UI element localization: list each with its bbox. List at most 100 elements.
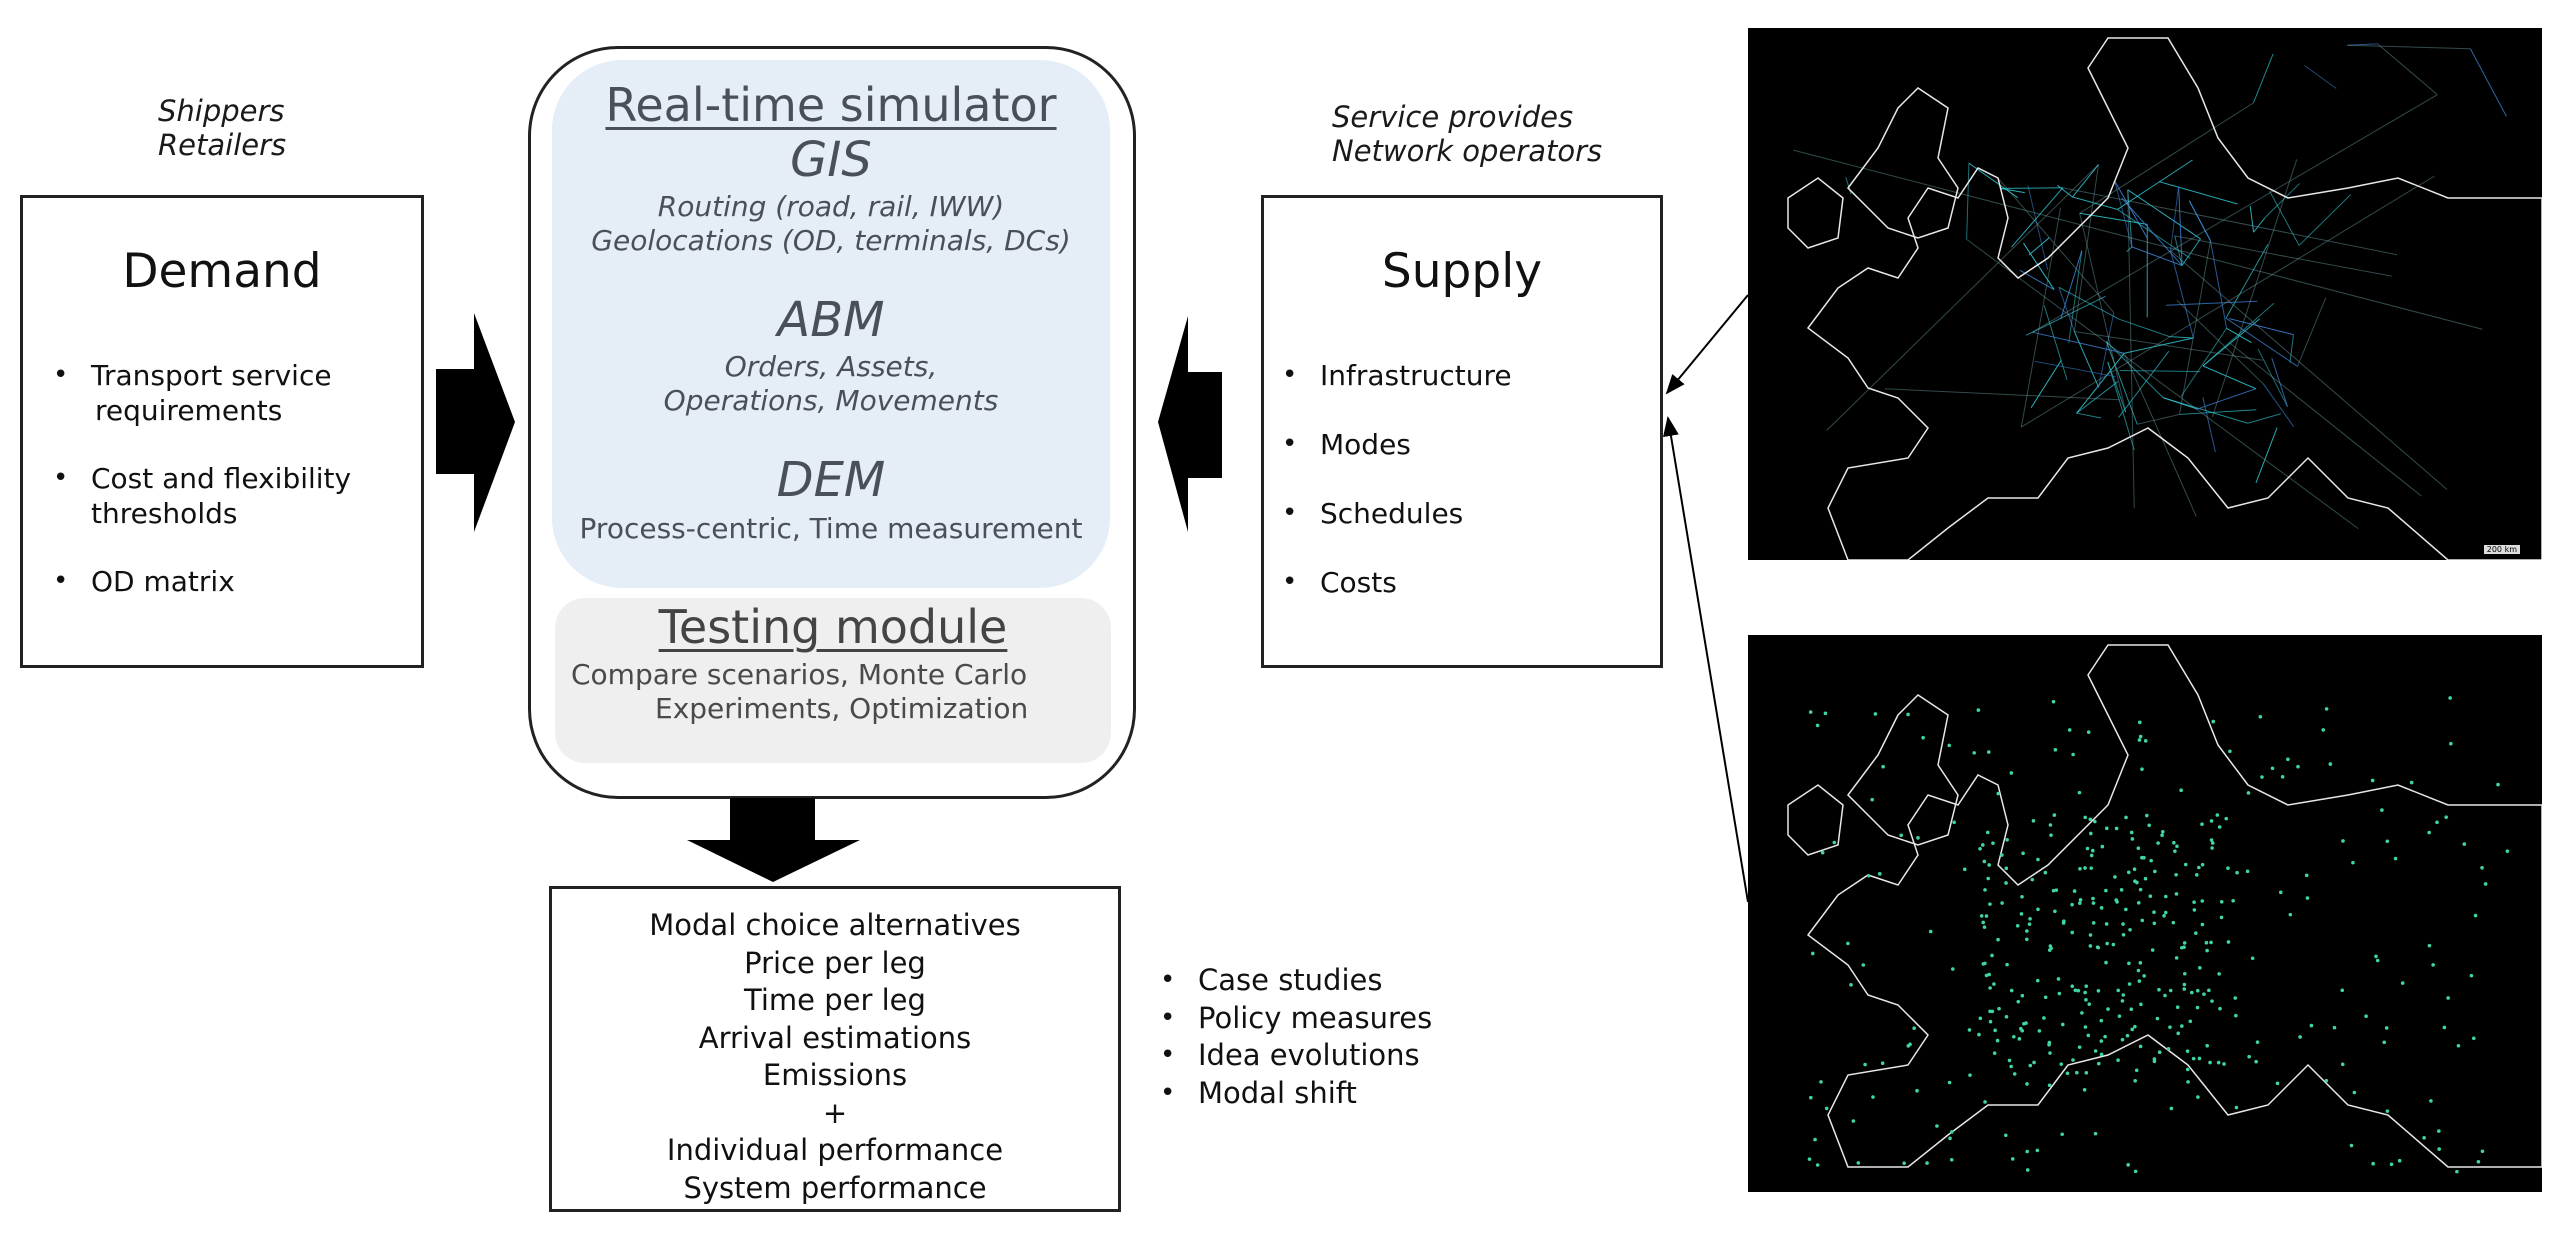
map-connector-arrows — [1663, 294, 1749, 903]
network-link — [2158, 181, 2238, 205]
terminal-point — [2093, 819, 2097, 824]
terminal-point — [2111, 942, 2116, 947]
terminal-point — [2448, 696, 2452, 700]
terminal-point — [2397, 1158, 2402, 1163]
network-link — [2073, 331, 2100, 388]
terminal-point — [2194, 931, 2198, 935]
terminal-point — [2024, 937, 2029, 942]
network-link — [2076, 412, 2102, 419]
terminal-point — [2385, 839, 2390, 844]
supply-to-simulator-arrow — [1158, 316, 1222, 532]
terminal-point — [2349, 1143, 2354, 1148]
terminal-point — [2255, 1040, 2260, 1044]
terminal-point — [2126, 870, 2131, 875]
application-item: Policy measures — [1160, 1000, 1432, 1038]
terminal-point — [1947, 1080, 1952, 1085]
stakeholder-retailers: Retailers — [158, 128, 287, 162]
sea-link — [2137, 413, 2180, 425]
terminal-point — [2182, 971, 2187, 976]
terminal-point — [2205, 948, 2209, 953]
terminal-point — [2036, 857, 2040, 862]
abm-line-2: Operations, Movements — [663, 384, 999, 417]
terminal-point — [2409, 780, 2414, 785]
terminal-point — [2147, 823, 2152, 828]
terminal-point — [2086, 730, 2091, 734]
terminal-point — [2207, 988, 2211, 993]
terminal-point — [2060, 1022, 2065, 1027]
terminal-point — [1987, 863, 1992, 867]
network-link — [2298, 194, 2351, 246]
terminal-point — [2020, 895, 2024, 899]
terminal-point — [1878, 872, 1882, 876]
terminal-point — [2071, 1058, 2075, 1062]
terminal-point — [1952, 820, 1956, 825]
terminal-point — [2078, 898, 2083, 902]
network-link — [2072, 196, 2118, 210]
terminal-point — [2009, 771, 2014, 775]
terminal-point — [2047, 1083, 2052, 1088]
terminal-point — [2077, 790, 2082, 795]
terminal-point — [2020, 993, 2025, 998]
terminal-point — [2077, 1045, 2082, 1049]
terminal-point — [2200, 922, 2205, 927]
terminal-point — [1982, 925, 1987, 929]
terminal-point — [1856, 1161, 1861, 1165]
testing-title: Testing module — [658, 600, 1008, 654]
terminal-point — [2217, 825, 2222, 829]
terminal-point — [2067, 728, 2072, 732]
terminal-point — [2183, 862, 2188, 867]
output-item: Arrival estimations — [698, 1020, 972, 1055]
sea-link — [2123, 353, 2197, 517]
terminal-point — [2088, 817, 2093, 822]
network-link — [2076, 381, 2119, 414]
terminal-point — [2185, 1067, 2190, 1072]
terminal-point — [2082, 1087, 2087, 1092]
demand-stakeholders: Shippers Retailers — [158, 94, 287, 162]
terminal-point — [2037, 1029, 2042, 1033]
terminal-point — [2004, 866, 2009, 871]
terminal-point — [2137, 720, 2142, 725]
terminal-point — [2370, 778, 2375, 783]
terminal-point — [1967, 1028, 1972, 1032]
terminal-point — [2089, 831, 2093, 836]
network-link — [2179, 409, 2257, 415]
terminal-point — [2121, 922, 2125, 926]
network-link — [2252, 53, 2274, 104]
terminal-point — [1912, 1026, 1916, 1031]
terminal-point — [1881, 764, 1885, 769]
sea-link — [2021, 175, 2435, 428]
terminal-point — [1813, 1137, 1817, 1142]
network-link — [2197, 388, 2257, 410]
terminal-point — [2133, 1024, 2137, 1029]
terminal-point — [2028, 917, 2032, 921]
demand-title: Demand — [122, 244, 322, 299]
terminal-point — [2163, 910, 2168, 915]
terminal-point — [2166, 1047, 2171, 1051]
network-link — [2228, 318, 2294, 336]
terminal-point — [2124, 907, 2128, 912]
demand-item: Cost and flexibility thresholds — [53, 461, 351, 531]
terminal-point — [2130, 837, 2135, 841]
terminal-point — [2384, 1026, 2389, 1030]
terminal-point — [2030, 877, 2035, 882]
terminal-point — [2057, 991, 2062, 996]
terminal-point — [2070, 984, 2075, 989]
network-link — [2127, 189, 2201, 240]
terminal-point — [2121, 933, 2126, 937]
terminal-point — [2321, 728, 2326, 732]
terminal-point — [2202, 992, 2206, 996]
terminal-point — [2009, 988, 2014, 993]
terminal-point — [2027, 922, 2032, 926]
terminal-point — [2047, 948, 2052, 952]
terminal-point — [2075, 1070, 2079, 1075]
network-link — [2271, 357, 2288, 407]
terminal-point — [2191, 1056, 2196, 1061]
terminal-point — [2250, 956, 2255, 961]
network-link — [2255, 427, 2278, 483]
terminal-point — [2113, 875, 2117, 879]
terminal-point — [1863, 1062, 1867, 1067]
network-link — [2072, 164, 2099, 198]
terminal-point — [2053, 747, 2058, 752]
terminal-point — [2152, 921, 2157, 926]
network-link — [2202, 365, 2257, 390]
